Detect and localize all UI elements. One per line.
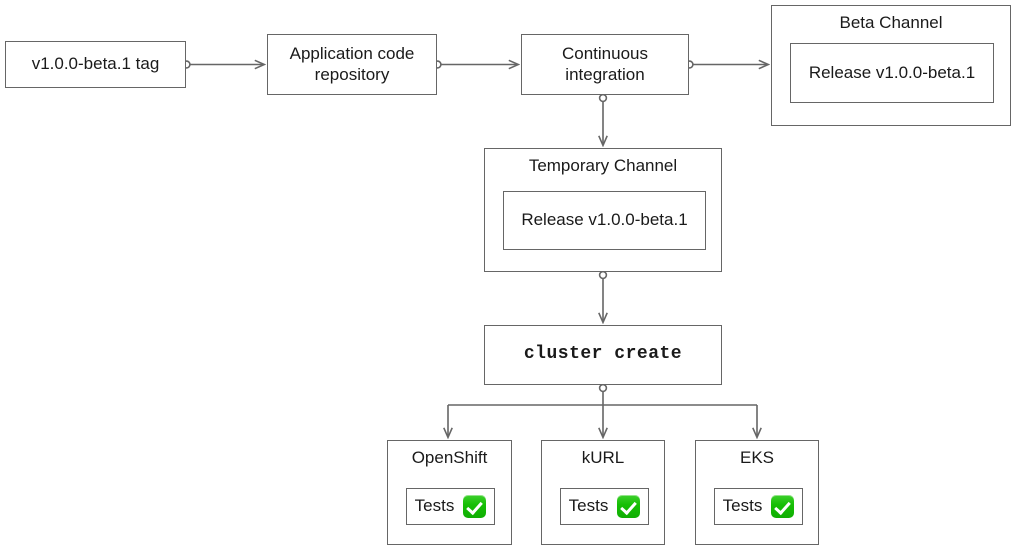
- kurl-tests-box[interactable]: Tests: [560, 488, 649, 525]
- beta-channel-release-box[interactable]: Release v1.0.0-beta.1: [790, 43, 994, 103]
- node-cluster-create-label: cluster create: [523, 344, 683, 365]
- green-check-icon: [617, 495, 641, 518]
- node-eks[interactable]: EKS Tests: [695, 440, 819, 545]
- node-application-code-repository[interactable]: Application code repository: [267, 34, 437, 95]
- eks-tests-label: Tests: [722, 496, 763, 516]
- kurl-title: kURL: [581, 448, 625, 467]
- node-beta-channel[interactable]: Beta Channel Release v1.0.0-beta.1: [771, 5, 1011, 126]
- node-tag-label: v1.0.0-beta.1 tag: [31, 54, 160, 74]
- node-kurl[interactable]: kURL Tests: [541, 440, 665, 545]
- temporary-channel-release-box[interactable]: Release v1.0.0-beta.1: [503, 191, 706, 250]
- eks-tests-box[interactable]: Tests: [714, 488, 803, 525]
- node-tag[interactable]: v1.0.0-beta.1 tag: [5, 41, 186, 88]
- green-check-icon: [463, 495, 487, 518]
- node-temporary-channel[interactable]: Temporary Channel Release v1.0.0-beta.1: [484, 148, 722, 272]
- beta-channel-release-label: Release v1.0.0-beta.1: [808, 62, 976, 82]
- openshift-tests-box[interactable]: Tests: [406, 488, 495, 525]
- node-cluster-create[interactable]: cluster create: [484, 325, 722, 385]
- node-repo-label: Application code repository: [289, 43, 415, 84]
- beta-channel-title: Beta Channel: [839, 13, 943, 32]
- node-openshift[interactable]: OpenShift Tests: [387, 440, 512, 545]
- openshift-tests-label: Tests: [414, 496, 455, 516]
- green-check-icon: [771, 495, 795, 518]
- temporary-channel-release-label: Release v1.0.0-beta.1: [521, 210, 688, 230]
- node-continuous-integration[interactable]: Continuous integration: [521, 34, 689, 95]
- eks-title: EKS: [739, 448, 775, 467]
- node-ci-label: Continuous integration: [561, 43, 648, 84]
- kurl-tests-label: Tests: [568, 496, 609, 516]
- temporary-channel-title: Temporary Channel: [528, 156, 678, 175]
- openshift-title: OpenShift: [411, 448, 488, 467]
